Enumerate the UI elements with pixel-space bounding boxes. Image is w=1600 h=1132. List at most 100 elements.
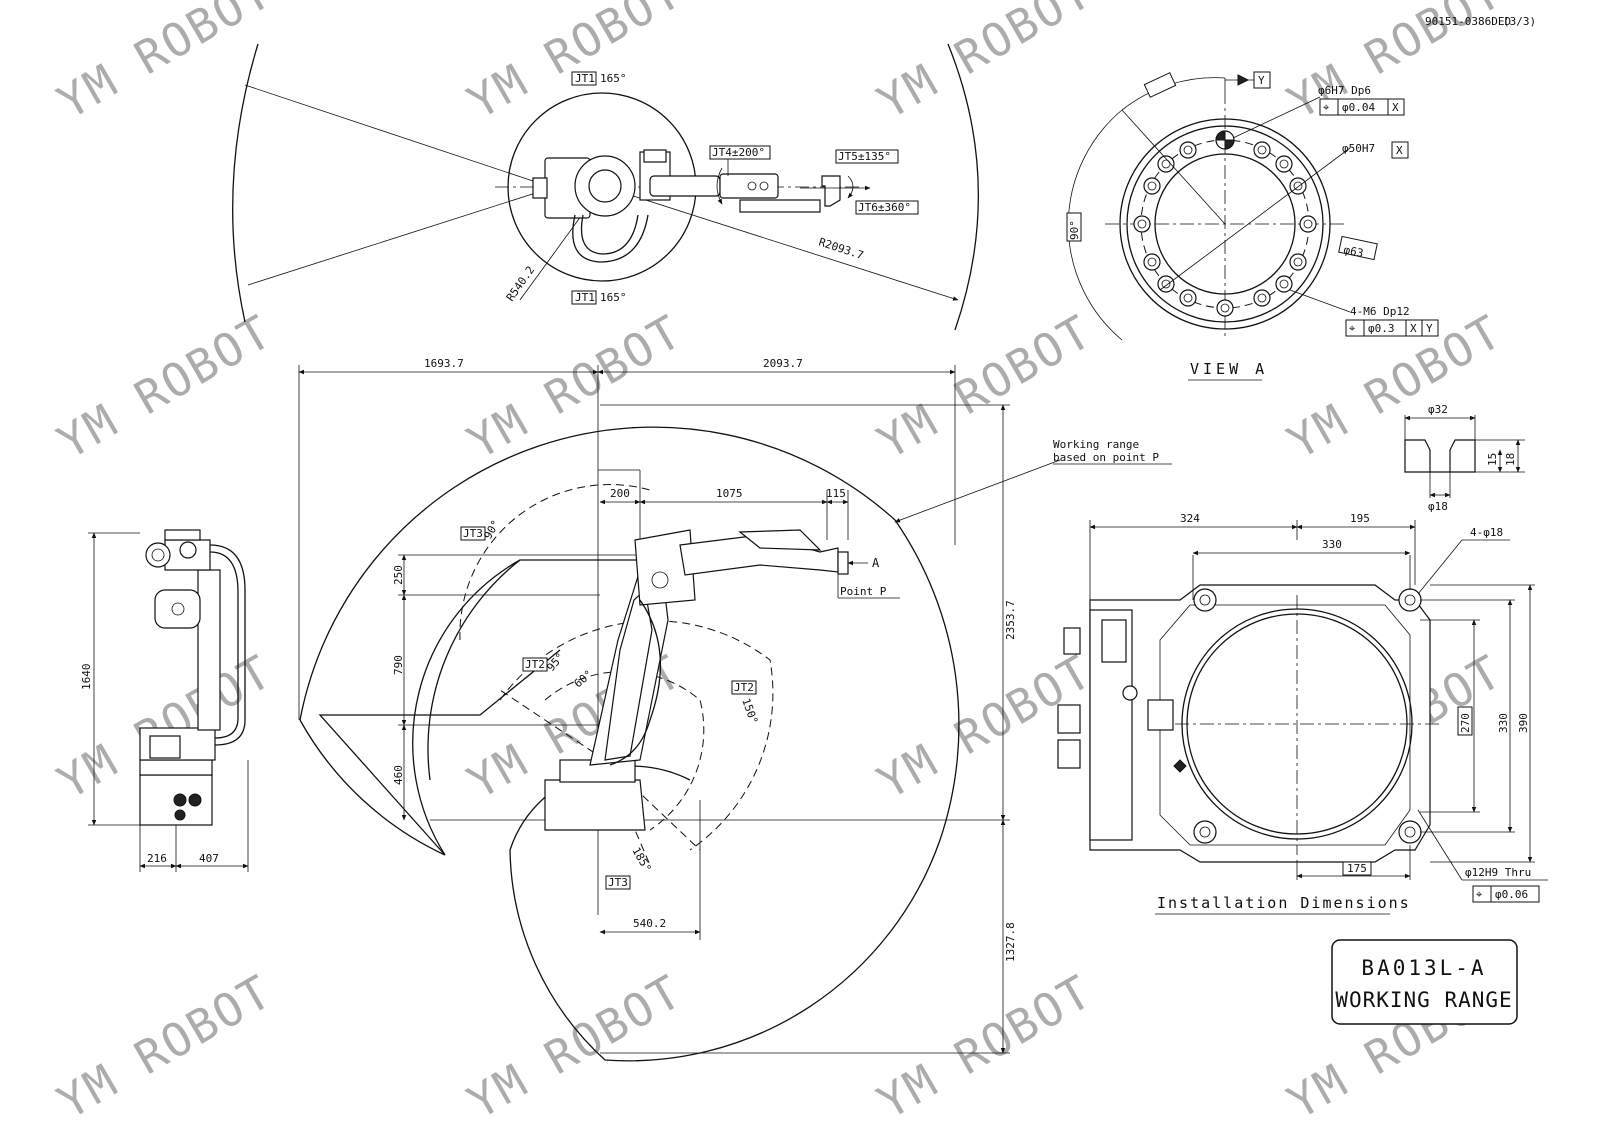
top-view-outer-arc-right [947,43,979,331]
front-top-cap [164,529,201,541]
bore-spec: φ50H7 [1342,142,1375,155]
counterbore-detail: φ32 φ18 15 18 [1404,403,1525,513]
jt3-up-label: JT3 90° [460,518,503,542]
point-p-label: Point P [840,585,887,598]
jt1-label-top: JT1 165° [571,71,627,86]
installation-title: Installation Dimensions [1157,894,1411,912]
front-dim-216: 216 [147,852,167,865]
top-motor-cap [643,149,667,163]
sheet-number: (3/3) [1503,15,1536,28]
drawing-number-block: 90151-0386DED (3/3) [1425,15,1536,28]
counterbore-h1: 15 [1486,453,1499,466]
watermark: YM ROBOT [459,964,692,1130]
working-range-inner-arc [427,559,521,781]
pin-leader [1417,809,1463,881]
base-marker [1173,759,1187,773]
top-cable-loop-inner [580,214,639,255]
top-forearm [719,173,779,199]
front-cable-outer [209,544,246,746]
front-joint-bolt [171,602,185,616]
title-block-frame [1331,939,1518,1025]
datum-y-label: Y [1258,74,1265,87]
title-block: BA013L-A WORKING RANGE [1331,939,1518,1025]
top-cable-loop [572,214,649,263]
watermark: YM ROBOT [869,0,1102,130]
dim-2093: 2093.7 [763,357,803,370]
position-tol-symbol: ⌖ [1323,101,1329,114]
working-range-text-2: based on point P [1053,451,1159,464]
install-dim-324: 324 [1180,512,1200,525]
side-cable [609,599,662,766]
view-a-title: VIEW A [1190,360,1268,378]
dim-1327: 1327.8 [1004,922,1017,962]
dim-115: 115 [826,487,846,500]
installation-dimensions: 324 195 330 270 330 390 175 4-φ18 φ12H9 … [1057,512,1548,915]
bore-ref: X [1396,144,1403,157]
front-cable-inner [209,551,239,739]
holes-leader [1417,539,1463,595]
dim-1075: 1075 [716,487,743,500]
dim-790: 790 [392,655,405,675]
pin-hole-tol: φ0.04 [1342,101,1375,114]
install-holes: 4-φ18 [1470,526,1503,539]
jt2-sweep-arc-outer [499,620,774,851]
arrow-a-label: A [872,556,880,570]
install-dim-330-side: 330 [1497,713,1510,733]
base-connector [1057,739,1081,769]
watermark: YM ROBOT [49,964,282,1130]
datum-y-marker [1237,74,1250,86]
flange-pin-hole-mark [1215,130,1235,150]
base-port [1122,685,1138,701]
counterbore-bottom-dia: φ18 [1428,500,1448,513]
jt1-tag: JT1 [575,291,595,304]
base-mounting-holes [1193,588,1422,844]
front-lower-arm [197,569,221,731]
jt3-down-label: JT3 185° [605,845,654,890]
bore-leader [1159,147,1351,291]
front-jt2-motor [149,735,181,759]
front-jt4-motor [179,541,197,559]
dim-250: 250 [392,565,405,585]
install-dim-390: 390 [1517,713,1530,733]
tap-ref-1: X [1410,322,1417,335]
side-base [544,779,646,831]
top-arm [649,175,721,197]
jt2-fwd-label: JT2 150° [731,680,760,726]
dim-200: 200 [610,487,630,500]
jt3-up-angle: 90° [481,518,502,542]
jt1-limit-line-upper [244,84,546,186]
jt3-sweep-arc [459,484,651,641]
view-a-flange: 45° 90° Y φ6H7 Dp6 ⌖ φ0.04 X φ50H7 X φ63… [1066,71,1439,381]
working-range-text-1: Working range [1053,438,1139,451]
install-dim-175: 175 [1347,862,1367,875]
base-connector-block [1147,699,1174,731]
top-joint-hub-inner [588,169,622,203]
jt3-down-angle: 185° [629,845,654,874]
jt2-back-label: JT2 95° 60° [522,650,595,690]
jt4-rotation-arrow [716,167,723,205]
front-upper-housing [154,589,201,629]
front-view: 1640 216 407 [80,529,249,872]
jt2-tag: JT2 [734,681,754,694]
flange-bolt-holes [1133,130,1317,317]
jt2-tag: JT2 [525,658,545,671]
jt6-label: JT6±360° [855,200,919,215]
base-nameplate [1101,619,1127,663]
drawing-number: 90151-0386DED [1425,15,1511,28]
side-jt3-hub [651,571,669,589]
side-view-working-range: 1693.7 2093.7 2353.7 1327.8 250 790 460 … [298,357,1172,1062]
install-pin-tol: φ0.06 [1495,888,1528,901]
pin-hole-leader [1232,96,1321,139]
front-dim-407: 407 [199,852,219,865]
front-base-top [139,759,213,776]
front-base-fitting [188,793,202,807]
install-dim-195: 195 [1350,512,1370,525]
jt5-range: JT5±135° [838,150,891,163]
jt2-fwd-angle: 150° [739,697,760,726]
pin-hole-ref: X [1392,101,1399,114]
working-range-envelope-outer [299,426,960,1062]
side-jt3-housing [634,529,696,606]
r-outer-leader [604,186,959,301]
model-name: BA013L-A [1361,956,1486,980]
watermark: YM ROBOT [459,304,692,470]
